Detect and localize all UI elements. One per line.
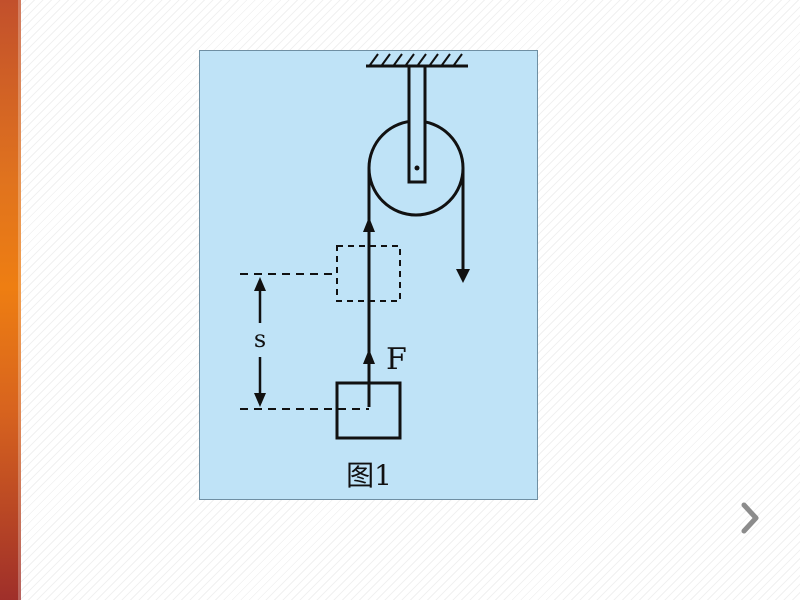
pulley-hanger [407, 64, 427, 184]
distance-arrow [254, 277, 266, 407]
pulley-axle [414, 165, 420, 171]
initial-block [335, 381, 402, 440]
pulley-figure: s F 图1 [199, 50, 538, 500]
force-label: F [386, 342, 407, 377]
ceiling-support [366, 53, 468, 68]
figure-caption: 图1 [346, 459, 392, 492]
chevron-right-icon [741, 502, 759, 534]
rope-arrow-upper [363, 217, 375, 232]
accent-side-bar [0, 0, 21, 600]
distance-label: s [254, 325, 266, 353]
free-rope-arrow [456, 269, 470, 283]
pulley-diagram: s F 图1 [240, 53, 470, 492]
force-arrow [363, 349, 375, 364]
next-slide-button[interactable] [735, 497, 765, 539]
raised-block [336, 245, 401, 302]
